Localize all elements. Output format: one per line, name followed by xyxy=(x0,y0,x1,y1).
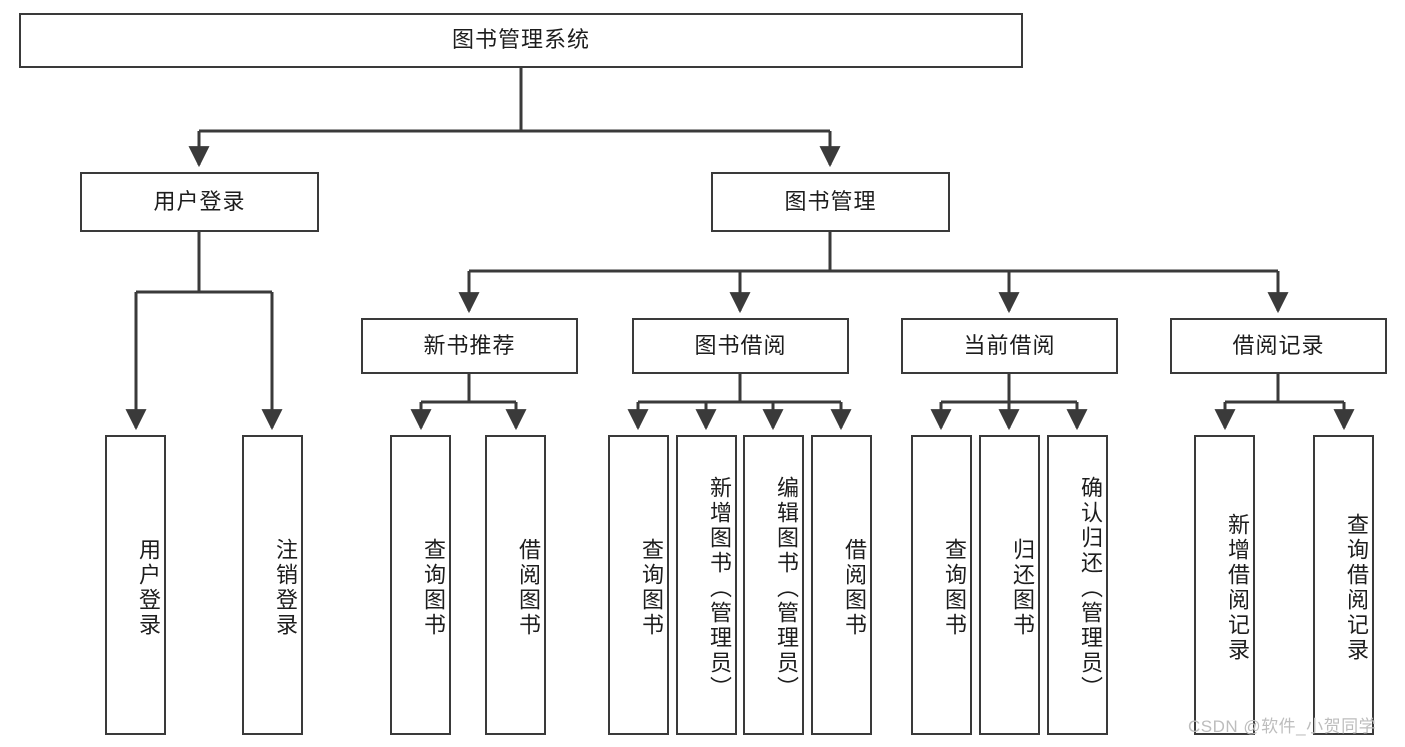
node-book-borrow[interactable]: 图书借阅 xyxy=(632,318,849,374)
node-root[interactable]: 图书管理系统 xyxy=(19,13,1023,68)
node-leaf-query-book-1-label: 查询图书 xyxy=(421,538,446,638)
node-borrow-record-label: 借阅记录 xyxy=(1232,332,1325,358)
node-leaf-query-book-2-label: 查询图书 xyxy=(639,538,664,638)
node-leaf-add-book-label: 新增图书（管理员） xyxy=(707,475,732,701)
node-leaf-borrow-book-2[interactable]: 借阅图书 xyxy=(811,435,872,735)
node-leaf-edit-book-label: 编辑图书（管理员） xyxy=(774,475,799,701)
node-leaf-confirm-return[interactable]: 确认归还（管理员） xyxy=(1047,435,1108,735)
node-book-management-label: 图书管理 xyxy=(784,188,877,214)
node-book-management[interactable]: 图书管理 xyxy=(711,172,950,232)
node-leaf-confirm-return-label: 确认归还（管理员） xyxy=(1078,475,1103,701)
node-user-login-label: 用户登录 xyxy=(153,188,246,214)
node-leaf-query-book-2[interactable]: 查询图书 xyxy=(608,435,669,735)
node-leaf-query-record[interactable]: 查询借阅记录 xyxy=(1313,435,1374,735)
node-leaf-query-book-1[interactable]: 查询图书 xyxy=(390,435,451,735)
node-current-borrow-label: 当前借阅 xyxy=(963,332,1056,358)
node-leaf-add-book[interactable]: 新增图书（管理员） xyxy=(676,435,737,735)
node-leaf-return-book[interactable]: 归还图书 xyxy=(979,435,1040,735)
node-new-book-recommend-label: 新书推荐 xyxy=(423,332,516,358)
node-leaf-borrow-book-2-label: 借阅图书 xyxy=(842,538,867,638)
node-leaf-logout-login[interactable]: 注销登录 xyxy=(242,435,303,735)
node-leaf-borrow-book-1-label: 借阅图书 xyxy=(516,538,541,638)
node-current-borrow[interactable]: 当前借阅 xyxy=(901,318,1118,374)
node-leaf-borrow-book-1[interactable]: 借阅图书 xyxy=(485,435,546,735)
node-new-book-recommend[interactable]: 新书推荐 xyxy=(361,318,578,374)
node-leaf-edit-book[interactable]: 编辑图书（管理员） xyxy=(743,435,804,735)
node-leaf-add-record[interactable]: 新增借阅记录 xyxy=(1194,435,1255,735)
node-leaf-user-login-label: 用户登录 xyxy=(136,538,161,638)
csdn-watermark: CSDN @软件_小贺同学 xyxy=(1188,717,1377,736)
node-leaf-user-login[interactable]: 用户登录 xyxy=(105,435,166,735)
node-user-login[interactable]: 用户登录 xyxy=(80,172,319,232)
node-borrow-record[interactable]: 借阅记录 xyxy=(1170,318,1387,374)
node-leaf-add-record-label: 新增借阅记录 xyxy=(1225,513,1250,663)
node-leaf-return-book-label: 归还图书 xyxy=(1010,538,1035,638)
node-leaf-query-book-3-label: 查询图书 xyxy=(942,538,967,638)
node-leaf-query-record-label: 查询借阅记录 xyxy=(1344,513,1369,663)
node-root-label: 图书管理系统 xyxy=(451,27,590,53)
node-book-borrow-label: 图书借阅 xyxy=(694,332,787,358)
node-leaf-query-book-3[interactable]: 查询图书 xyxy=(911,435,972,735)
node-leaf-logout-login-label: 注销登录 xyxy=(273,538,298,638)
